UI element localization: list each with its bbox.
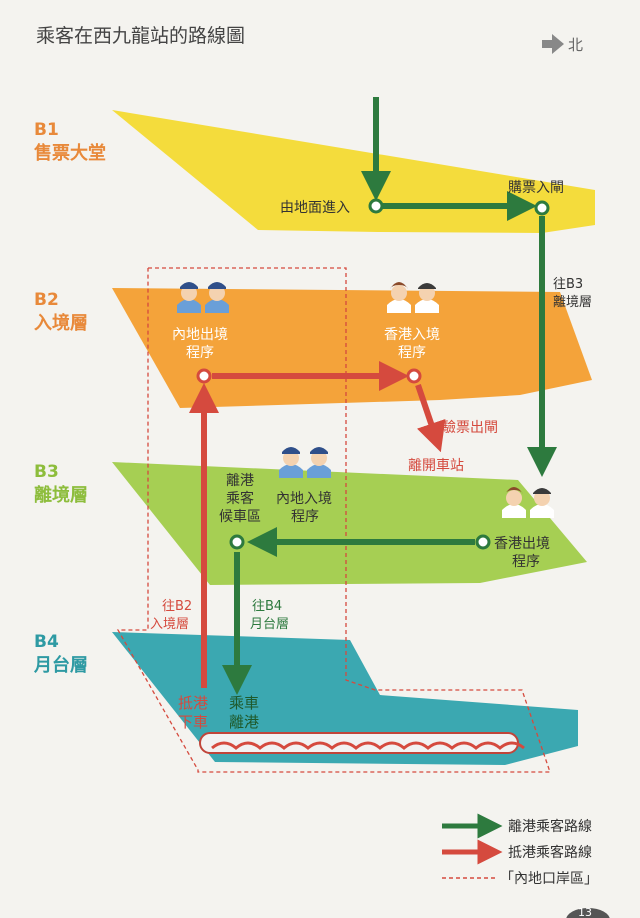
page-number: 13 — [578, 906, 592, 918]
label-to-b4-2: 月台層 — [250, 617, 289, 632]
floor-b2-name: 入境層 — [34, 312, 88, 334]
hk-immigration-officer-icon — [387, 282, 439, 313]
floor-b4-code: B4 — [34, 632, 59, 652]
label-mainland-entry-2: 程序 — [291, 509, 319, 525]
node-mainland-exit — [196, 368, 212, 384]
compass-label: 北 — [568, 36, 583, 54]
hk-exit-officer-icon — [502, 487, 554, 518]
label-departure-wait-2: 乘客 — [226, 490, 254, 507]
label-departure-wait-1: 離港 — [226, 472, 254, 489]
legend-departure-label: 離港乘客路線 — [508, 818, 592, 835]
floor-b1-slab — [112, 110, 595, 233]
label-mainland-entry-1: 內地入境 — [276, 491, 332, 507]
floor-b1-code: B1 — [34, 120, 59, 140]
label-board-2: 離港 — [229, 713, 259, 731]
label-mainland-exit-2: 程序 — [186, 345, 214, 361]
arrival-route — [189, 361, 446, 688]
legend-arrival-label: 抵港乘客路線 — [508, 844, 592, 861]
label-arrive-1: 抵港 — [178, 694, 208, 712]
legend: 離港乘客路線 抵港乘客路線 「內地口岸區」 — [442, 813, 598, 887]
label-ticket-check: 驗票出閘 — [442, 420, 498, 436]
label-leave-station: 離開車站 — [408, 457, 464, 474]
page-number-tab — [566, 908, 610, 918]
label-arrive-2: 下車 — [178, 713, 208, 731]
floor-b2-code: B2 — [34, 290, 59, 310]
departure-route — [222, 97, 557, 695]
node-departure-wait — [229, 534, 245, 550]
floor-b3-slab — [112, 462, 587, 585]
label-to-b3-2: 離境層 — [553, 295, 592, 310]
label-to-b2-1: 往B2 — [162, 599, 192, 614]
label-hk-exit-2: 程序 — [512, 554, 540, 570]
label-hk-exit-1: 香港出境 — [494, 536, 550, 552]
arrow-right-icon — [542, 34, 564, 54]
mainland-entry-officer-icon — [279, 447, 331, 478]
floor-b3-name: 離境層 — [34, 484, 88, 506]
label-to-b3-1: 往B3 — [553, 277, 583, 292]
page-title: 乘客在西九龍站的路線圖 — [36, 25, 245, 47]
label-board-1: 乘車 — [229, 694, 259, 712]
node-hk-exit — [475, 534, 491, 550]
label-ground-entry: 由地面進入 — [280, 200, 350, 216]
label-to-b2-2: 入境層 — [150, 617, 189, 632]
label-mainland-exit-1: 內地出境 — [172, 327, 228, 343]
compass: 北 — [542, 34, 583, 54]
label-hk-entry-1: 香港入境 — [384, 327, 440, 343]
node-ground-entry — [368, 198, 384, 214]
floor-b3-code: B3 — [34, 462, 59, 482]
legend-port-area-label: 「內地口岸區」 — [500, 871, 598, 887]
label-ticket-gate: 購票入閘 — [508, 180, 564, 196]
label-departure-wait-3: 候車區 — [219, 508, 261, 525]
node-hk-entry — [406, 368, 422, 384]
label-hk-entry-2: 程序 — [398, 345, 426, 361]
floor-b4-name: 月台層 — [33, 654, 88, 676]
label-to-b4-1: 往B4 — [252, 599, 282, 614]
floor-b1-name: 售票大堂 — [34, 142, 106, 164]
mainland-officer-icon — [177, 282, 229, 313]
train — [199, 732, 525, 754]
node-ticket-gate — [534, 200, 550, 216]
